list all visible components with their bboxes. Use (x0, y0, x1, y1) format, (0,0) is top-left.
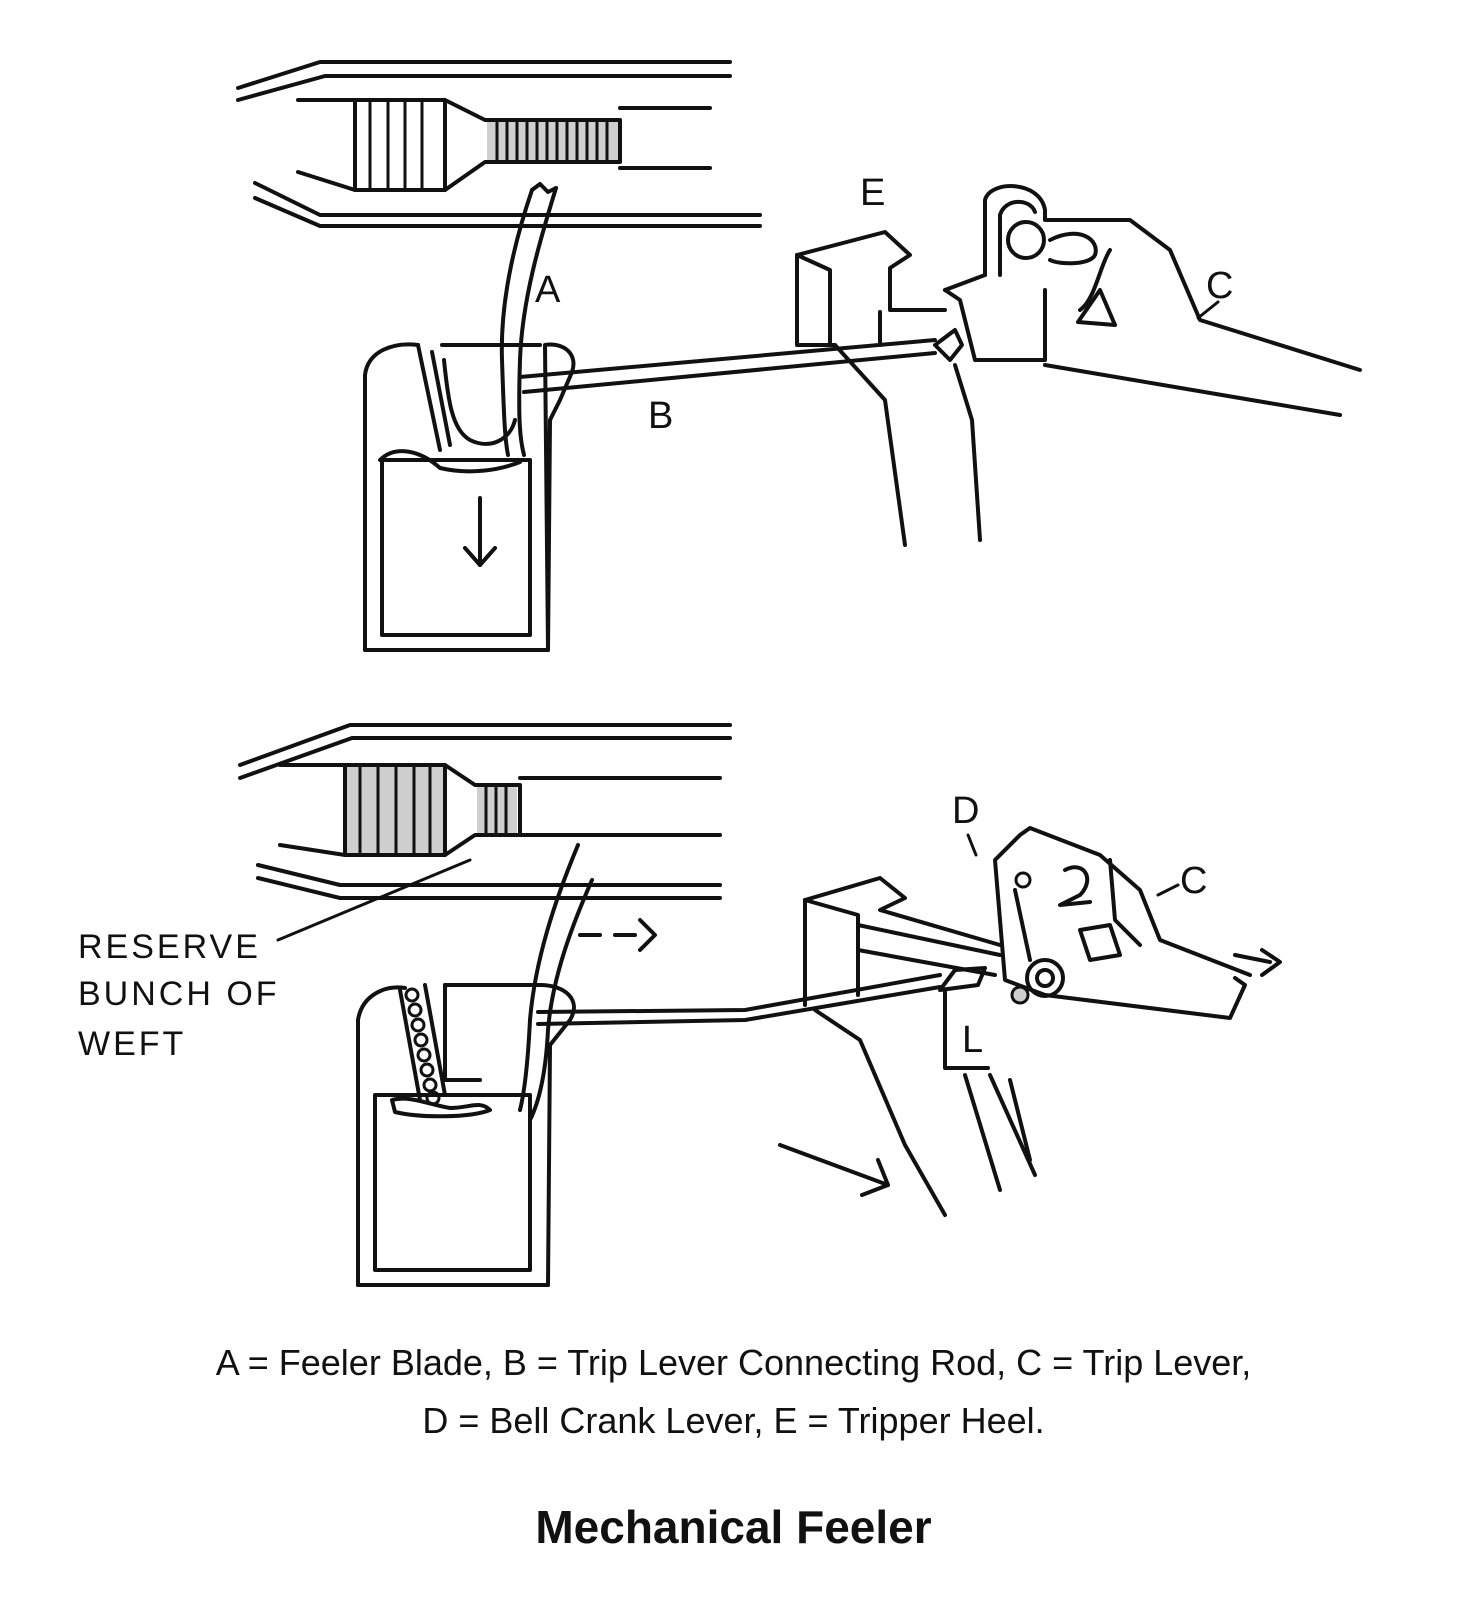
label-c-bottom: C (1180, 860, 1207, 902)
leader-c-top (1196, 300, 1220, 320)
bottom-feeler-box (356, 983, 576, 1287)
figure-title: Mechanical Feeler (535, 1501, 932, 1553)
top-connecting-rod (518, 338, 937, 394)
label-b: B (648, 395, 673, 437)
top-tripper-heel (795, 230, 947, 347)
leader-d (966, 833, 978, 857)
bottom-swing-arrow (778, 1143, 890, 1197)
leader-c-bottom (1156, 883, 1180, 897)
label-reserve-line1: RESERVE (78, 928, 261, 966)
top-panel: A B E C (236, 60, 1362, 652)
label-d: D (952, 790, 979, 832)
top-trip-lever (833, 184, 1362, 547)
reserve-weft-coil (404, 987, 441, 1106)
bottom-bell-crank-and-trip-lever (993, 826, 1282, 1020)
bottom-bobbin (343, 763, 522, 857)
bottom-connecting-rod (536, 973, 942, 1026)
leader-reserve-bunch (276, 858, 472, 942)
caption-line-1: A = Feeler Blade, B = Trip Lever Connect… (215, 1342, 1252, 1383)
top-bobbin (353, 98, 622, 192)
label-l: L (962, 1019, 983, 1061)
top-feeler-box (363, 342, 576, 652)
bottom-tripper-heel (803, 876, 1037, 1217)
label-e: E (860, 172, 885, 214)
label-c-top: C (1206, 265, 1233, 307)
caption-line-2: D = Bell Crank Lever, E = Tripper Heel. (422, 1400, 1045, 1441)
bottom-shuttle (238, 723, 732, 900)
label-reserve-line2: BUNCH OF (78, 975, 280, 1013)
bottom-panel: RESERVE BUNCH OF WEFT D C L (78, 723, 1282, 1287)
label-reserve-line3: WEFT (78, 1025, 186, 1063)
bottom-motion-arrow (578, 918, 657, 952)
top-shuttle (236, 60, 762, 228)
label-a: A (535, 269, 561, 311)
